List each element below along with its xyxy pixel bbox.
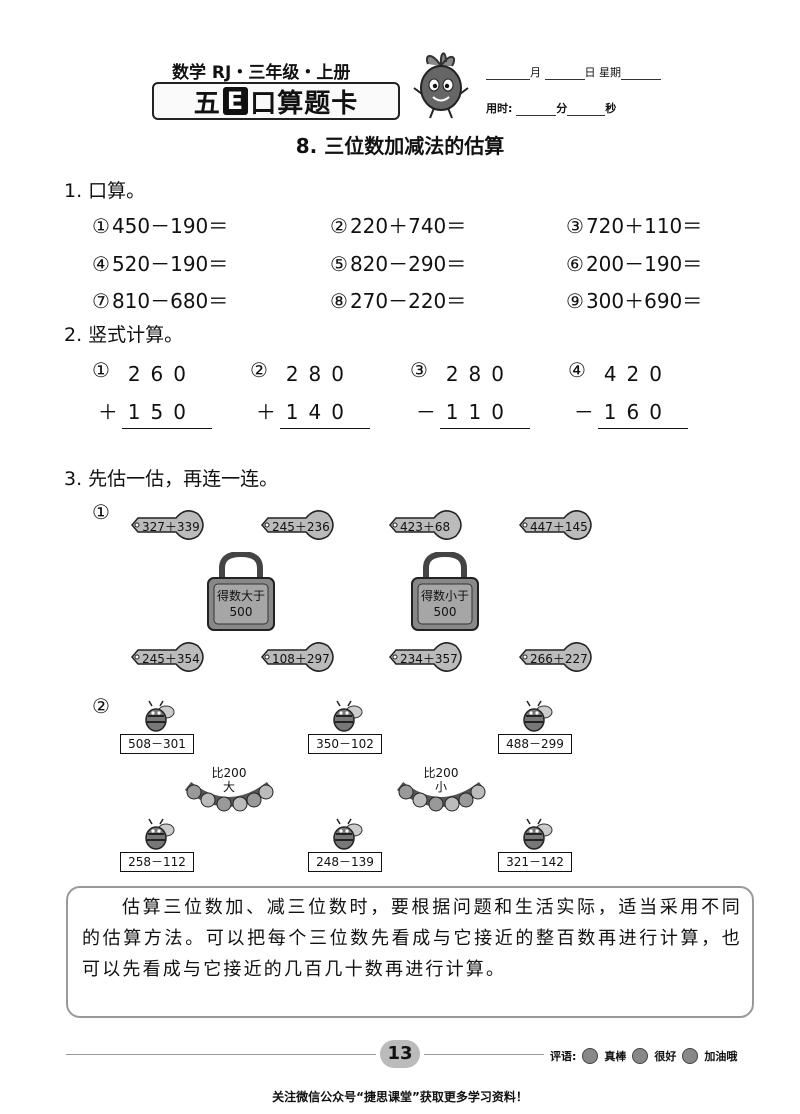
month-label: 月 [530,66,541,79]
part-1-index: ① [92,500,110,524]
cheer-face-icon[interactable] [682,1048,699,1064]
vertical-calc: ③ 280 －110 [410,358,530,434]
minute-blank[interactable] [516,104,557,116]
page-number: 13 [380,1040,420,1068]
bee-icon [333,818,363,850]
key-card[interactable]: 327＋339 [128,506,206,544]
bee-icon [145,818,175,850]
calc-line [280,428,370,429]
key-icon [519,642,592,672]
section-2-title: 2. 竖式计算。 [64,324,184,346]
bee-card[interactable]: 248－139 [308,818,388,878]
key-card[interactable]: 245＋236 [258,506,336,544]
footer-divider [66,1054,376,1055]
padlock-icon [411,550,479,631]
key-icon [519,510,592,540]
key-card[interactable]: 245＋354 [128,638,206,676]
lock-card[interactable]: 得数小于500 [410,550,480,632]
key-card[interactable]: 266＋227 [516,638,594,676]
key-icon [131,510,204,540]
key-card[interactable]: 447＋145 [516,506,594,544]
calc-line [440,428,530,429]
key-icon [261,510,334,540]
key-icon [389,642,462,672]
key-icon [389,510,462,540]
laughing-face-icon[interactable] [582,1048,599,1064]
rating-row: 评语: 真棒 很好 加油哦 [550,1048,738,1064]
weekday-blank[interactable] [621,68,661,80]
bee-icon [523,818,553,850]
bottom-note: 关注微信公众号“捷思课堂”获取更多学习资料！ [272,1090,528,1104]
bee-card[interactable]: 488－299 [498,700,578,760]
key-card[interactable]: 234＋357 [386,638,464,676]
vertical-calc: ① 260 ＋150 [92,358,212,434]
minute-label: 分 [556,102,568,115]
date-line: 月 日 星期 [486,64,661,80]
smile-face-icon[interactable] [632,1048,649,1064]
lock-card[interactable]: 得数大于500 [206,550,276,632]
page-title: 8. 三位数加减法的估算 [295,134,505,158]
section-1-title: 1. 口算。 [64,180,146,202]
bee-card[interactable]: 321－142 [498,818,578,878]
day-label: 日 [584,66,596,79]
time-label: 用时: [486,102,513,115]
beet-mascot-icon [413,52,469,119]
tip-text: 估算三位数加、减三位数时，要根据问题和生活实际，适当采用不同的估算方法。可以把每… [82,897,742,980]
flower-target[interactable]: 比200 大 [184,766,274,814]
padlock-icon [207,550,275,631]
month-blank[interactable] [486,68,530,80]
brand-e: E [222,87,249,115]
tip-box: 估算三位数加、减三位数时，要根据问题和生活实际，适当采用不同的估算方法。可以把每… [66,886,754,1018]
bee-icon [145,700,175,732]
bee-card[interactable]: 508－301 [120,700,200,760]
bee-icon [333,700,363,732]
brand-post: 口算题卡 [250,88,359,119]
subject-label: 数学 RJ・三年级・上册 [172,63,351,83]
bee-card[interactable]: 350－102 [308,700,388,760]
bee-card[interactable]: 258－112 [120,818,200,878]
section-3-title: 3. 先估一估，再连一连。 [64,468,279,490]
weekday-label: 星期 [599,66,621,79]
brand-pre: 五 [193,88,221,119]
vertical-calc: ④ 420 －160 [568,358,688,434]
flower-target[interactable]: 比200 小 [396,766,486,814]
calc-line [122,428,212,429]
second-label: 秒 [605,102,617,115]
key-card[interactable]: 423＋68 [386,506,464,544]
flower-garland-icon [184,781,274,812]
time-line: 用时: 分 秒 [486,100,616,116]
day-blank[interactable] [544,68,585,80]
brand-logo: 五 E 口算题卡 [152,82,400,120]
bee-icon [523,700,553,732]
part-2-index: ② [92,694,110,718]
key-card[interactable]: 108＋297 [258,638,336,676]
key-icon [131,642,204,672]
footer-divider [424,1054,544,1055]
vertical-calc: ② 280 ＋140 [250,358,370,434]
key-icon [261,642,334,672]
calc-line [598,428,688,429]
flower-garland-icon [396,781,486,812]
second-blank[interactable] [567,104,606,116]
